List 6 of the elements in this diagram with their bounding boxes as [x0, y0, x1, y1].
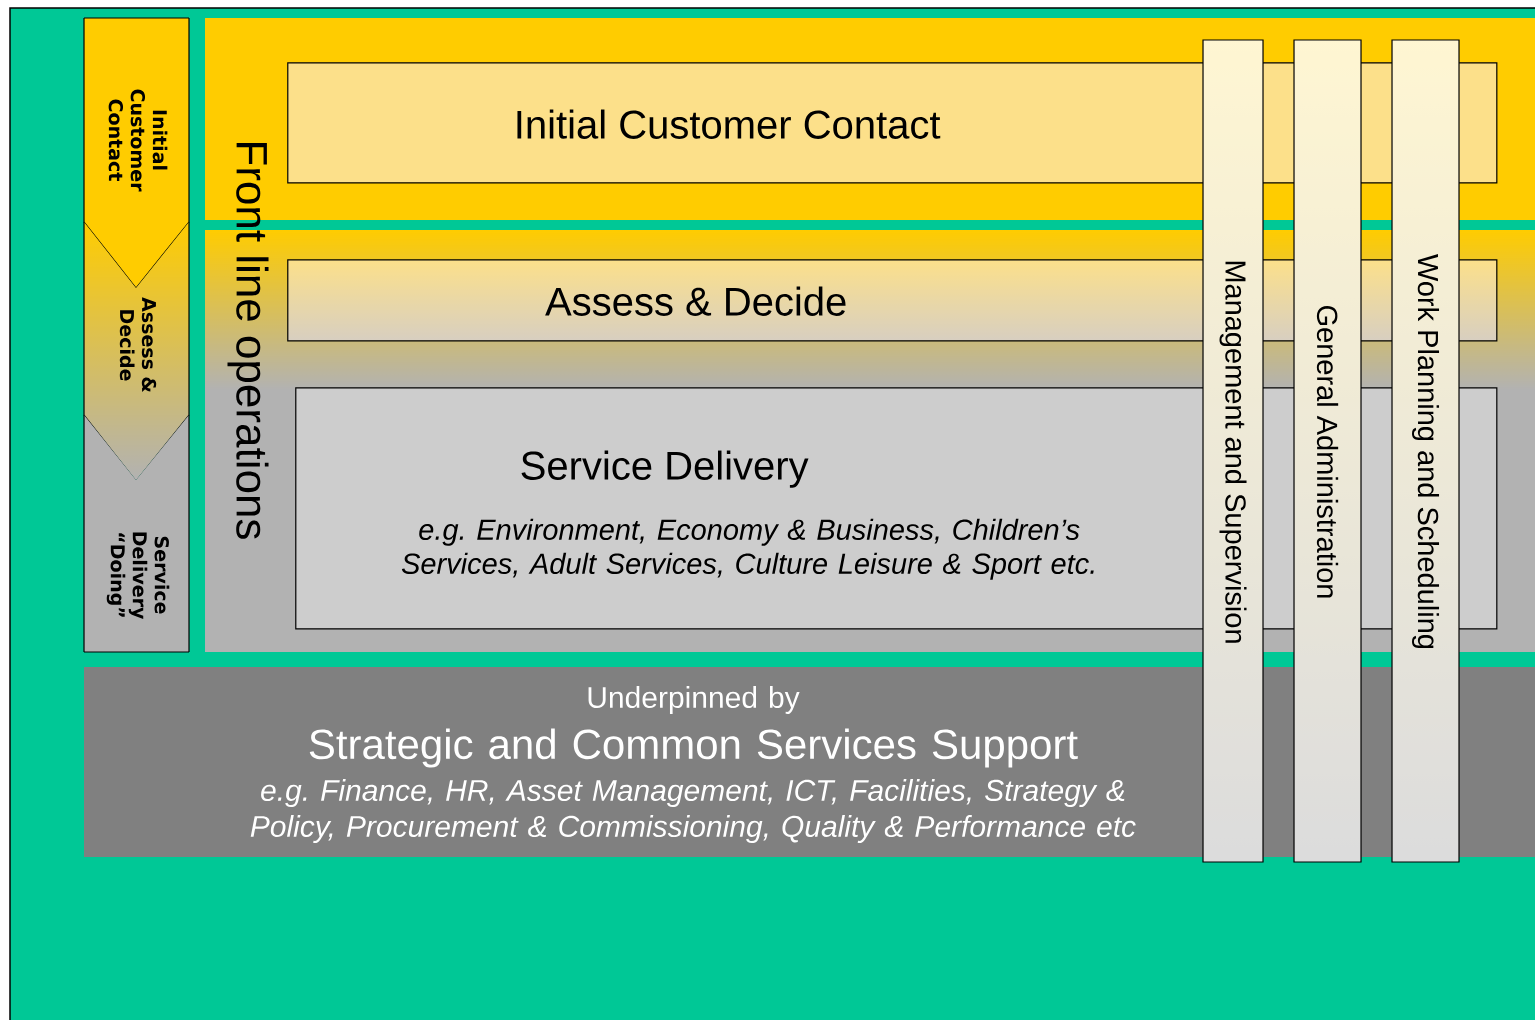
- vertical-bar: Management and Supervision: [1202, 39, 1264, 863]
- vertical-bar: Work Planning and Scheduling: [1391, 39, 1460, 863]
- stage-panel: Service Delivery “Doing”: [83, 414, 190, 653]
- vertical-bar: General Administration: [1293, 39, 1362, 863]
- stage-panel: Assess & Decide: [83, 221, 190, 482]
- stage-panel: Initial Customer Contact: [83, 17, 190, 289]
